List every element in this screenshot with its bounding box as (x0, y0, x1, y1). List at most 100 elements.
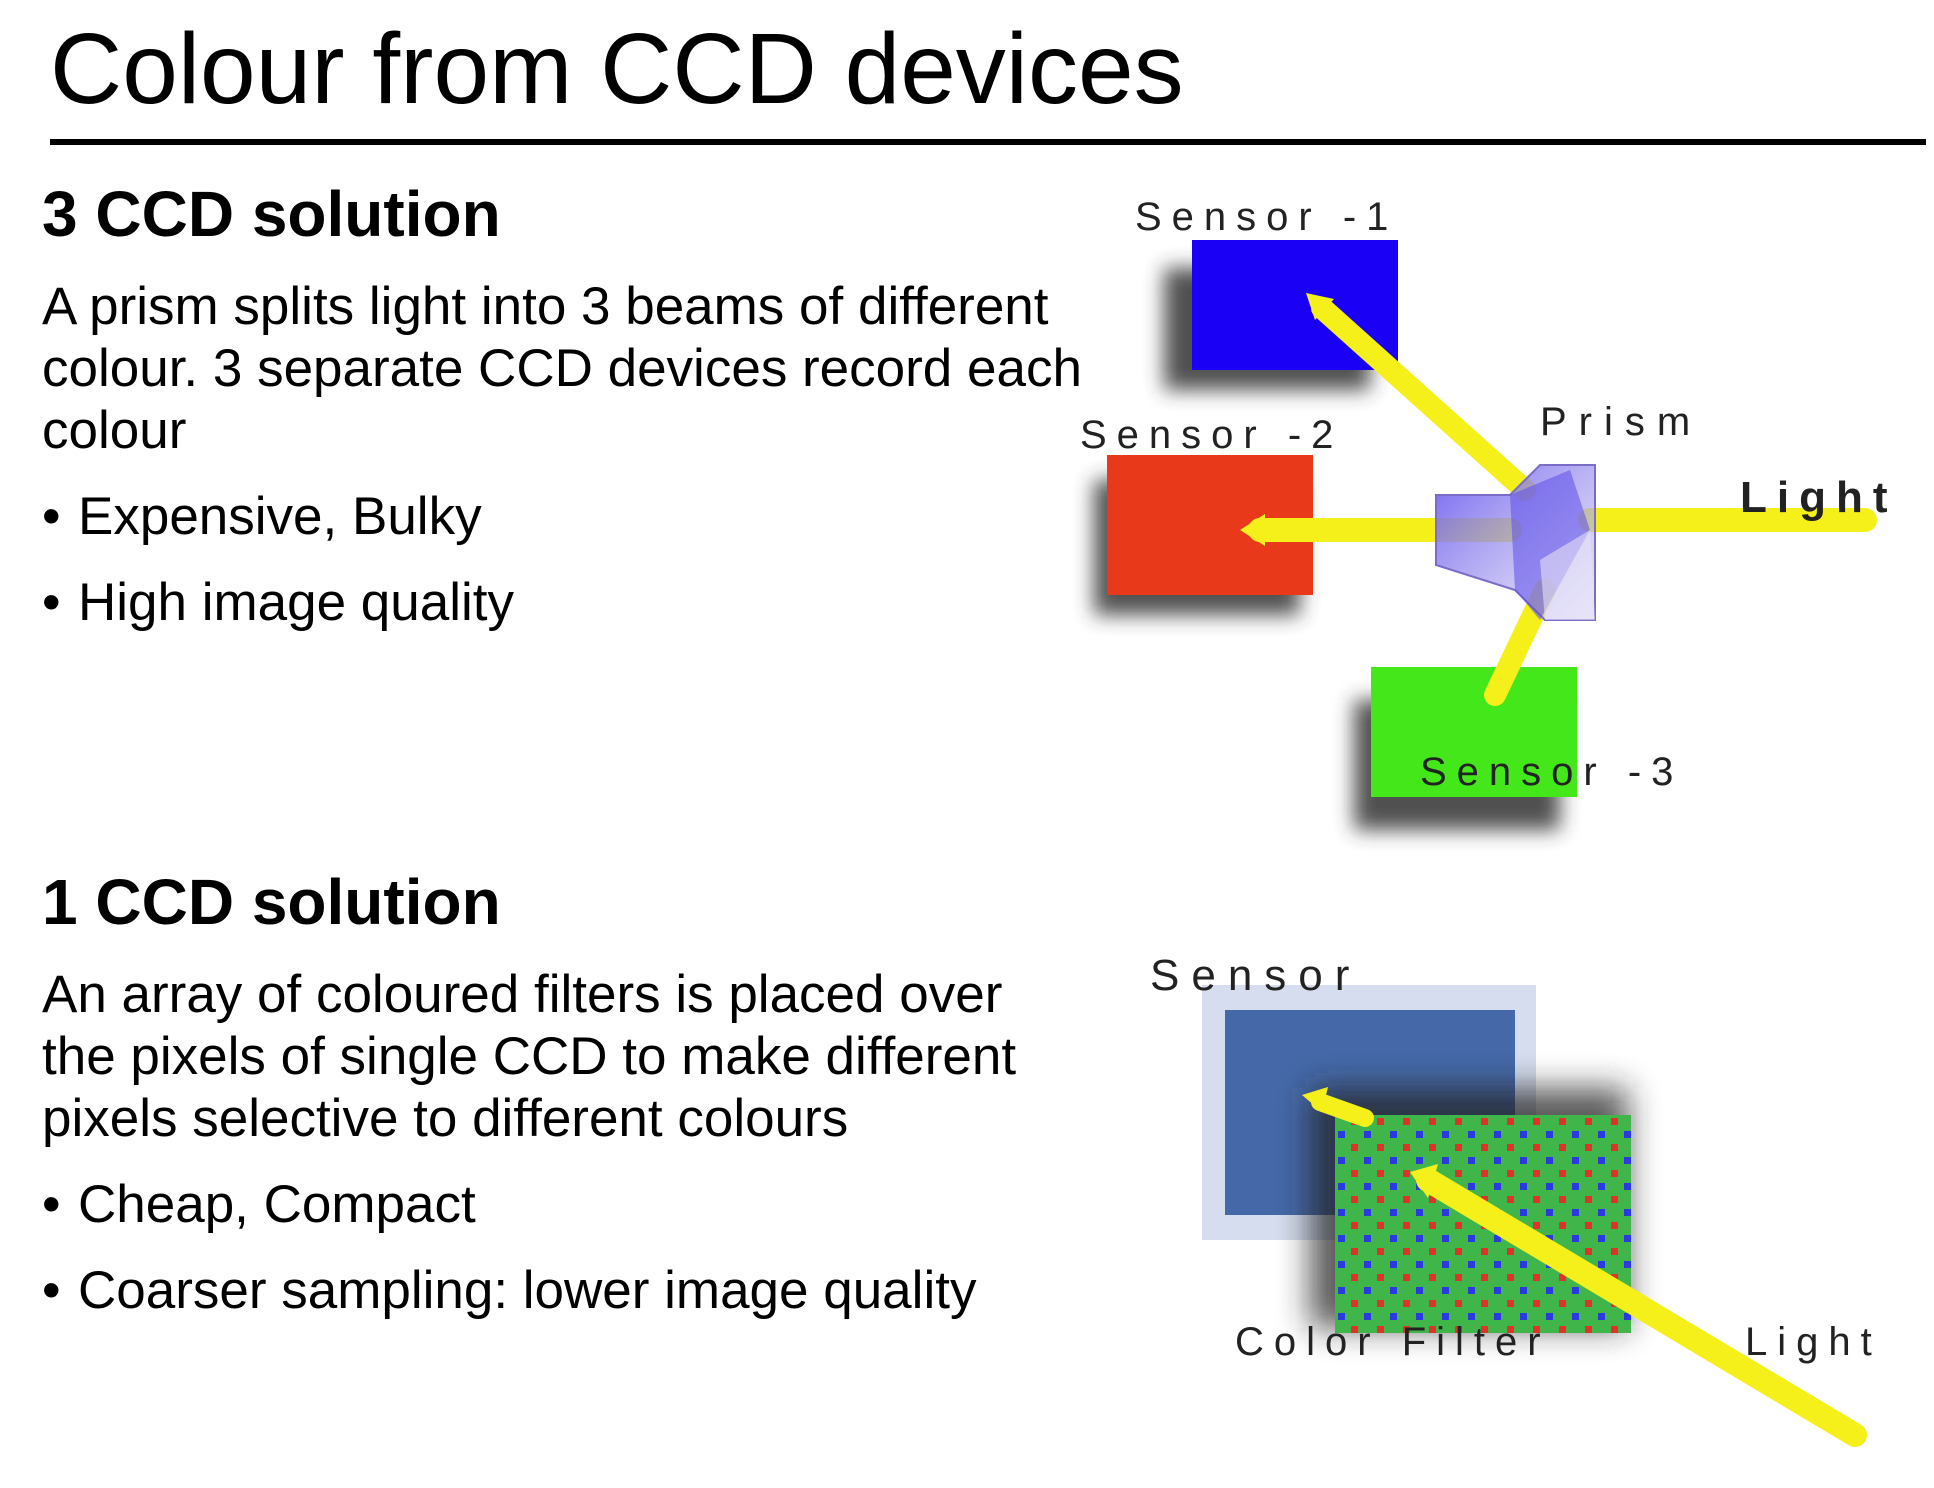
three-ccd-section: 3 CCD solution A prism splits light into… (42, 178, 1082, 634)
filter-cell (1429, 1118, 1436, 1125)
filter-cell (1416, 1287, 1423, 1294)
filter-cell (1390, 1157, 1397, 1164)
filter-cell (1455, 1248, 1462, 1255)
filter-cell (1364, 1131, 1371, 1138)
filter-cell (1403, 1144, 1410, 1151)
prism (1435, 464, 1596, 621)
filter-cell (1585, 1300, 1592, 1307)
filter-cell (1442, 1287, 1449, 1294)
filter-cell (1429, 1300, 1436, 1307)
filter-cell (1611, 1144, 1618, 1151)
filter-cell (1364, 1235, 1371, 1242)
filter-cell (1533, 1170, 1540, 1177)
three-ccd-description: A prism splits light into 3 beams of dif… (42, 276, 1082, 460)
title-divider (50, 139, 1926, 145)
filter-cell (1338, 1261, 1345, 1268)
filter-cell (1611, 1196, 1618, 1203)
filter-cell (1611, 1170, 1618, 1177)
filter-cell (1351, 1300, 1358, 1307)
bullet-item: • Coarser sampling: lower image quality (42, 1260, 1082, 1322)
filter-cell (1377, 1248, 1384, 1255)
filter-cell (1351, 1144, 1358, 1151)
beam-arrow-tip (1302, 1087, 1328, 1112)
filter-cell (1559, 1274, 1566, 1281)
prism-label: Prism (1540, 400, 1702, 444)
filter-cell (1572, 1313, 1579, 1320)
filter-cell (1429, 1248, 1436, 1255)
one-ccd-description: An array of coloured filters is placed o… (42, 964, 1017, 1148)
filter-cell (1351, 1248, 1358, 1255)
filter-cell (1455, 1222, 1462, 1229)
bullet-marker: • (42, 1260, 61, 1320)
slide-title: Colour from CCD devices (50, 13, 1184, 125)
filter-cell (1481, 1248, 1488, 1255)
filter-cell (1533, 1300, 1540, 1307)
sensor3-label: Sensor -3 (1420, 750, 1683, 794)
filter-cell (1403, 1248, 1410, 1255)
filter-cell (1494, 1261, 1501, 1268)
beam-to-sensor1 (1311, 297, 1536, 501)
filter-cell (1520, 1261, 1527, 1268)
filter-cell (1390, 1313, 1397, 1320)
filter-cell (1585, 1326, 1592, 1333)
filter-cell (1351, 1170, 1358, 1177)
filter-cell (1533, 1118, 1540, 1125)
filter-cell (1442, 1235, 1449, 1242)
filter-cell (1416, 1131, 1423, 1138)
filter-cell (1364, 1287, 1371, 1294)
filter-cell (1351, 1222, 1358, 1229)
filter-cell (1481, 1144, 1488, 1151)
filter-cell (1585, 1196, 1592, 1203)
filter-cell (1624, 1183, 1631, 1190)
filter-cell (1468, 1261, 1475, 1268)
filter-cell (1364, 1313, 1371, 1320)
filter-cell (1546, 1131, 1553, 1138)
filter-cell (1598, 1183, 1605, 1190)
filter-cell (1364, 1157, 1371, 1164)
filter-cell (1546, 1235, 1553, 1242)
bullet-marker: • (42, 1174, 61, 1234)
filter-cell (1494, 1235, 1501, 1242)
filter-cell (1403, 1222, 1410, 1229)
one-ccd-bullets: •Cheap, Compact •Coarser sampling: lower… (42, 1174, 1082, 1322)
filter-cell (1559, 1170, 1566, 1177)
filter-cell (1364, 1209, 1371, 1216)
sensor1-label: Sensor -1 (1135, 195, 1398, 239)
filter-cell (1559, 1196, 1566, 1203)
filter-cell (1390, 1287, 1397, 1294)
filter-cell (1572, 1131, 1579, 1138)
filter-cell (1598, 1313, 1605, 1320)
filter-cell (1455, 1274, 1462, 1281)
filter-cell (1598, 1209, 1605, 1216)
filter-cell (1403, 1326, 1410, 1333)
filter-cell (1455, 1144, 1462, 1151)
filter-cell (1533, 1222, 1540, 1229)
filter-cell (1364, 1183, 1371, 1190)
filter-cell (1416, 1261, 1423, 1268)
filter-cell (1546, 1157, 1553, 1164)
filter-cell (1364, 1261, 1371, 1268)
light-beam (1416, 1168, 1867, 1447)
filter-cell (1403, 1274, 1410, 1281)
filter-cell (1468, 1157, 1475, 1164)
filter-cell (1559, 1118, 1566, 1125)
filter-cell (1338, 1209, 1345, 1216)
filter-cell (1546, 1287, 1553, 1294)
filter-cell (1585, 1170, 1592, 1177)
filter-cell (1572, 1183, 1579, 1190)
filter-cell (1481, 1118, 1488, 1125)
beam-to-sensor2-tip (1240, 514, 1265, 546)
filter-cell (1468, 1131, 1475, 1138)
bullet-text: Coarser sampling: lower image quality (78, 1260, 977, 1320)
filter-cell (1377, 1326, 1384, 1333)
filter-cell (1559, 1326, 1566, 1333)
filter-cell (1442, 1209, 1449, 1216)
filter-cell (1390, 1235, 1397, 1242)
filter-cell (1351, 1326, 1358, 1333)
filter-cell (1338, 1157, 1345, 1164)
filter-cell (1338, 1235, 1345, 1242)
filter-cell (1611, 1118, 1618, 1125)
one-ccd-diagram: Sensor Color Filter Light (1150, 951, 1872, 1447)
filter-cell (1507, 1300, 1514, 1307)
filter-cell (1598, 1235, 1605, 1242)
